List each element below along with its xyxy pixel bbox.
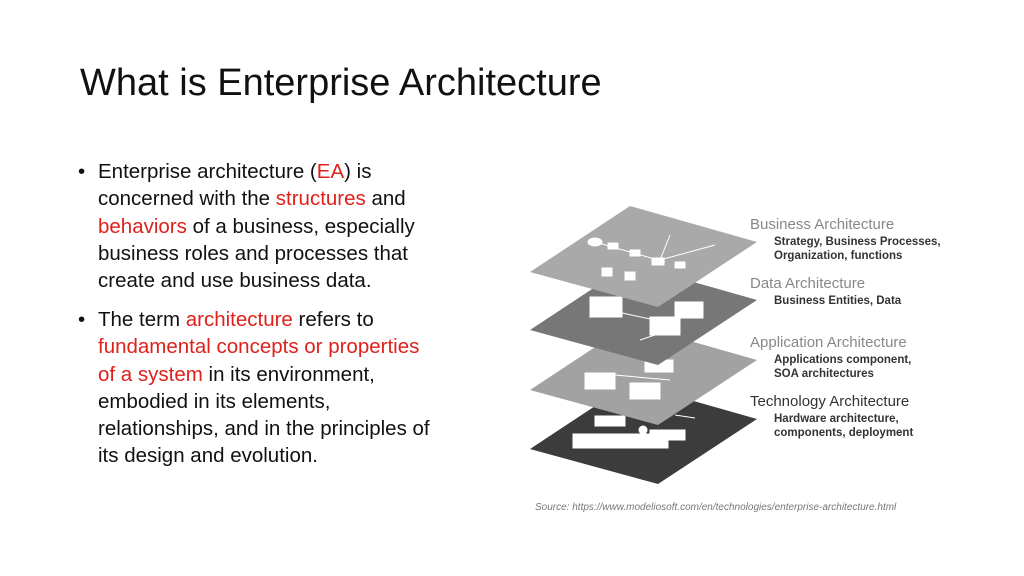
- bullet-line: create and use business data.: [98, 267, 415, 294]
- bullet-line: concerned with the structures and: [98, 185, 415, 212]
- slide-title: What is Enterprise Architecture: [80, 62, 602, 104]
- text-segment: Enterprise architecture (: [98, 160, 317, 183]
- layer-sub-application-2: SOA architectures: [774, 368, 874, 380]
- highlighted-term: of a system: [98, 362, 203, 386]
- layer-title-application: Application Architecture: [750, 334, 907, 351]
- text-segment: in its environment,: [202, 362, 375, 386]
- layer-data: [530, 264, 757, 365]
- text-segment: relationships, and in the principles of: [98, 417, 430, 441]
- highlighted-term: structures: [275, 187, 366, 211]
- bullet-line: its design and evolution.: [98, 442, 430, 469]
- layer-sub-application-1: Applications component,: [774, 354, 912, 366]
- layer-sub-business-2: Organization, functions: [774, 250, 903, 262]
- text-segment: embodied in its elements,: [98, 389, 331, 413]
- layer-application: [530, 324, 757, 425]
- text-segment: The term: [98, 308, 186, 331]
- bullet-line: Enterprise architecture (EA) is: [98, 158, 415, 185]
- source-citation: Source: https://www.modeliosoft.com/en/t…: [535, 502, 897, 513]
- layer-title-business: Business Architecture: [750, 216, 895, 233]
- bullet-line: business roles and processes that: [98, 240, 415, 267]
- text-segment: business roles and processes that: [98, 241, 408, 265]
- bullet-line: fundamental concepts or properties: [98, 333, 430, 360]
- text-segment: concerned with the: [98, 187, 276, 211]
- text-segment: and: [365, 187, 406, 211]
- bullet-line: embodied in its elements,: [98, 388, 430, 415]
- text-segment: create and use business data.: [98, 269, 372, 293]
- layer-glyphs: [572, 414, 696, 449]
- highlighted-term: EA: [316, 160, 345, 183]
- highlighted-term: architecture: [185, 308, 293, 331]
- layer-title-data: Data Architecture: [750, 275, 866, 292]
- text-segment: its design and evolution.: [98, 444, 318, 468]
- highlighted-term: fundamental concepts or properties: [98, 335, 420, 359]
- layer-glyphs: [587, 234, 716, 281]
- highlighted-term: behaviors: [98, 214, 187, 238]
- architecture-layers-diagram: [530, 206, 757, 484]
- text-segment: of a business, especially: [186, 214, 415, 238]
- layer-sub-technology-1: Hardware architecture,: [774, 413, 899, 425]
- layer-plane: [530, 264, 757, 365]
- layer-sub-technology-2: components, deployment: [774, 427, 914, 439]
- text-segment: refers to: [292, 308, 374, 331]
- bullet-line: The term architecture refers to: [98, 306, 430, 333]
- bullet-line: behaviors of a business, especially: [98, 213, 415, 240]
- layer-sub-business-1: Strategy, Business Processes,: [774, 236, 941, 248]
- layer-plane: [530, 324, 757, 425]
- layer-business: [530, 206, 757, 307]
- text-segment: ) is: [344, 160, 372, 183]
- layer-title-technology: Technology Architecture: [750, 393, 910, 410]
- layer-technology: [530, 383, 757, 484]
- layer-glyphs: [589, 296, 704, 341]
- layer-sub-data-1: Business Entities, Data: [774, 295, 902, 307]
- bullet-dot: •: [78, 160, 86, 183]
- bullet-line: relationships, and in the principles of: [98, 415, 430, 442]
- bullet-line: of a system in its environment,: [98, 361, 430, 388]
- layer-plane: [530, 206, 757, 307]
- layer-glyphs: [584, 359, 674, 400]
- bullet-dot: •: [78, 308, 86, 331]
